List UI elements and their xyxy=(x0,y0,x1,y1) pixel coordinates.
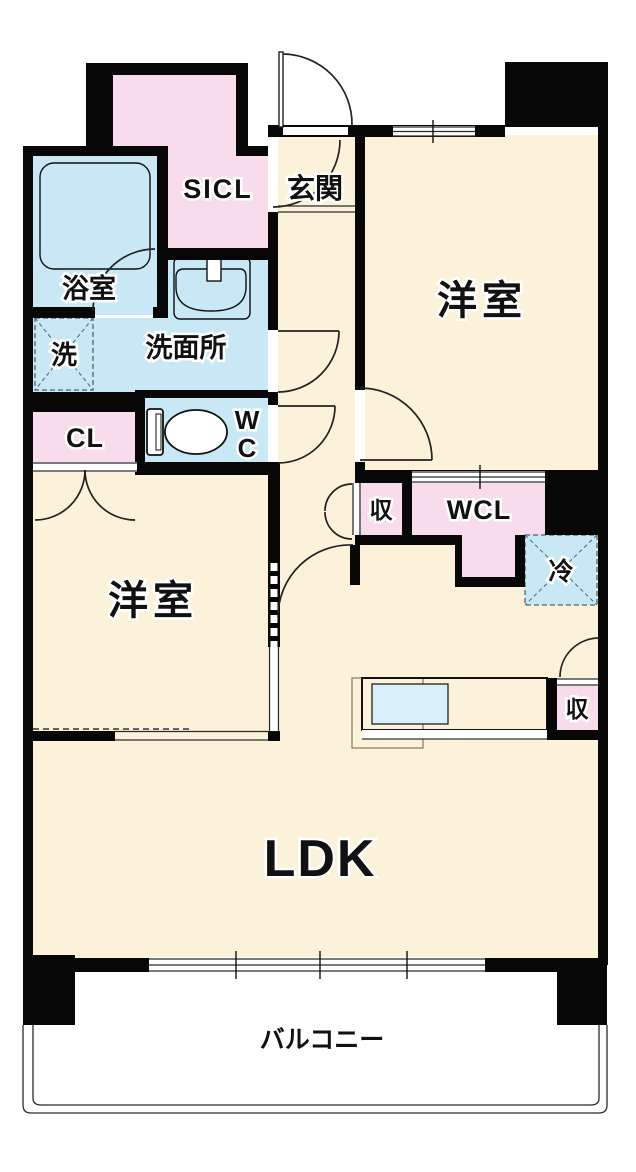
label-bedroom-right: 洋室 xyxy=(437,279,527,323)
label-cl: CL xyxy=(66,423,104,453)
room-wcl xyxy=(412,483,548,587)
washroom-door xyxy=(277,330,340,393)
hall-ldk-door-arc xyxy=(277,544,354,618)
storage-hall-bifold-doors xyxy=(324,483,353,540)
label-balcony: バルコニー xyxy=(260,1026,385,1054)
openings xyxy=(33,120,598,979)
label-storage-hall: 収 xyxy=(370,497,394,523)
balcony-outline xyxy=(22,1025,608,1114)
label-genkan: 玄関 xyxy=(287,172,343,204)
room-storage-hall xyxy=(360,483,402,535)
refrigerator-space xyxy=(524,534,598,606)
room-bathroom xyxy=(32,155,157,315)
label-bedroom-left: 洋室 xyxy=(108,579,198,623)
label-wcl: WCL xyxy=(447,495,511,525)
room-bedroom-right xyxy=(355,135,598,472)
room-ldk-lower xyxy=(33,741,598,963)
entry-door xyxy=(278,51,353,128)
fixtures xyxy=(34,162,598,749)
washing-machine-space xyxy=(34,317,94,391)
label-laundry: 洗 xyxy=(51,340,77,370)
label-refrigerator: 冷 xyxy=(548,557,573,586)
label-ldk: LDK xyxy=(264,830,377,888)
storage-kitchen-door-strip xyxy=(557,678,598,686)
ldk-balcony-window xyxy=(149,951,485,979)
room-storage-kitchen xyxy=(557,686,598,730)
bathroom-door-arc xyxy=(92,248,156,312)
toilet-icon xyxy=(146,408,228,456)
label-wc-c: C xyxy=(238,433,257,463)
label-bathroom: 浴室 xyxy=(62,273,116,304)
genkan-step xyxy=(278,205,355,213)
washbasin-icon xyxy=(173,256,251,320)
room-genkan-hall xyxy=(268,135,357,545)
room-cl xyxy=(33,408,137,462)
labels: SICL 玄関 洋室 浴室 洗 洗面所 W C CL 洋室 収 WCL 冷 収 … xyxy=(48,170,592,1057)
bedroom-right-window xyxy=(393,120,475,143)
label-storage-kitchen: 収 xyxy=(566,696,590,722)
wc-door xyxy=(277,405,336,464)
label-wc-w: W xyxy=(235,405,260,435)
kitchen-counter-icon xyxy=(351,677,548,749)
label-washroom: 洗面所 xyxy=(146,333,227,363)
sicl-door-arc xyxy=(272,139,341,208)
doors xyxy=(34,51,600,678)
bathtub-icon xyxy=(39,162,151,270)
room-bedroom-left xyxy=(33,472,268,741)
room-sicl xyxy=(113,73,268,248)
label-sicl: SICL xyxy=(183,174,253,204)
bedroom-right-door xyxy=(359,387,433,461)
storage-kitchen-door-arc xyxy=(559,637,600,678)
wcl-sliding-door xyxy=(412,465,545,489)
cl-double-doors xyxy=(34,469,136,521)
bedroom-left-partition xyxy=(33,563,280,741)
